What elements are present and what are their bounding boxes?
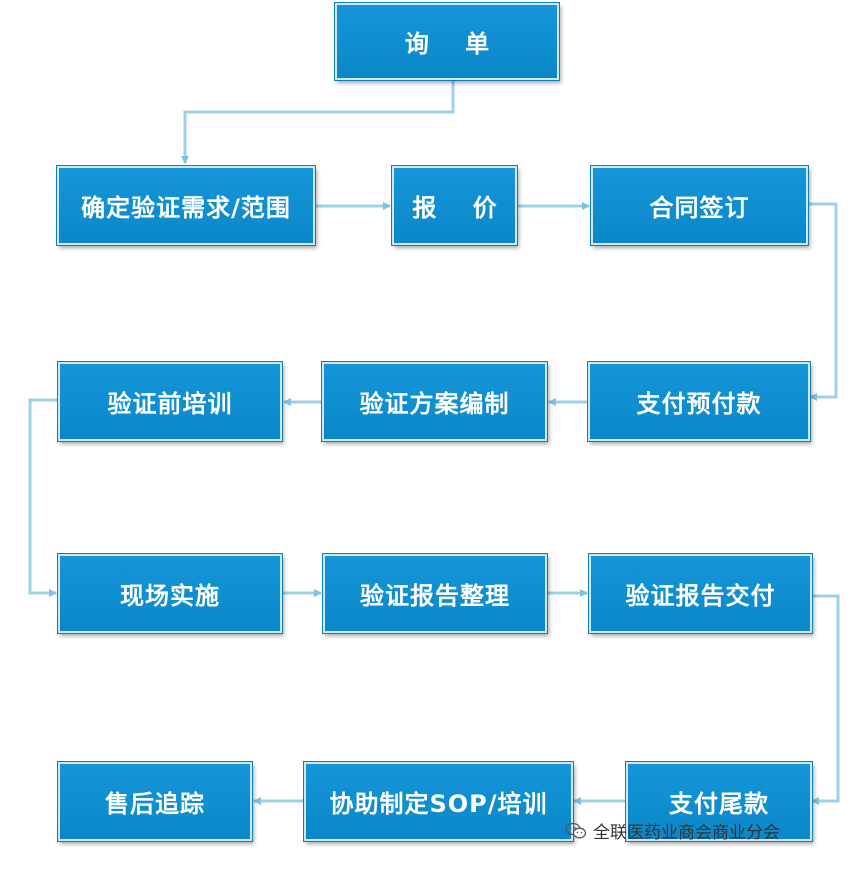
arrow-delivery-to-finalpay bbox=[811, 594, 840, 805]
node-report-compilation: 验证报告整理 bbox=[322, 553, 548, 634]
node-quotation: 报 价 bbox=[391, 165, 518, 246]
node-contract-signing: 合同签订 bbox=[590, 165, 809, 246]
arrow-contract-to-prepayment bbox=[808, 202, 838, 401]
wechat-icon bbox=[565, 822, 587, 838]
node-after-sales: 售后追踪 bbox=[57, 761, 253, 842]
node-inquiry: 询 单 bbox=[334, 2, 560, 81]
arrow-inquiry-to-confirm bbox=[181, 80, 455, 164]
arrow-training-to-onsite bbox=[28, 398, 58, 597]
node-confirm-requirements: 确定验证需求/范围 bbox=[56, 165, 316, 246]
node-final-payment: 支付尾款 bbox=[625, 761, 813, 842]
node-onsite-execution: 现场实施 bbox=[57, 553, 283, 634]
node-pre-validation-training: 验证前培训 bbox=[57, 361, 283, 442]
node-prepayment: 支付预付款 bbox=[587, 361, 811, 442]
node-report-delivery: 验证报告交付 bbox=[588, 553, 813, 634]
node-protocol-drafting: 验证方案编制 bbox=[321, 361, 548, 442]
node-sop-assistance: 协助制定SOP/培训 bbox=[303, 761, 574, 842]
watermark: 全联医药业商会商业分会 bbox=[565, 818, 780, 843]
watermark-text: 全联医药业商会商业分会 bbox=[593, 823, 780, 843]
